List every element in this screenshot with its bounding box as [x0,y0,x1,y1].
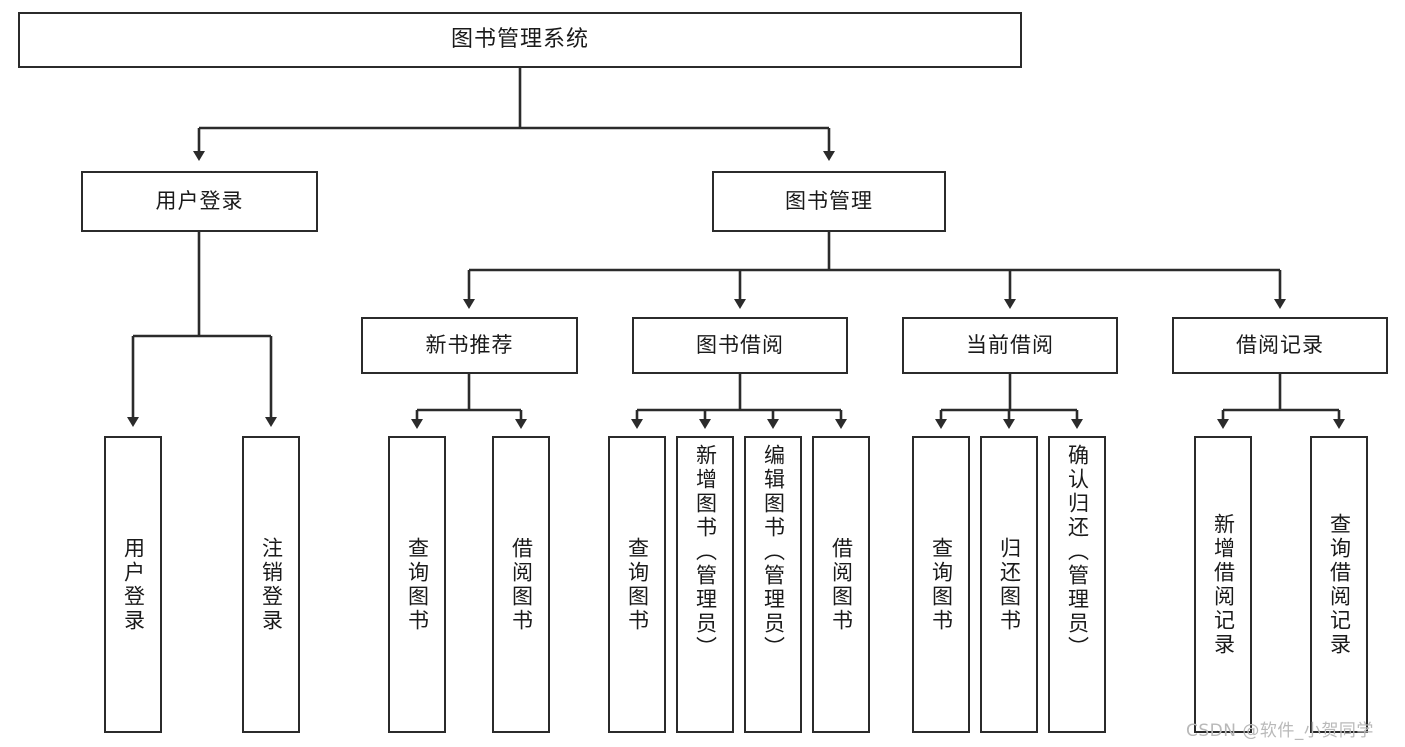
node-label: 借阅记录 [1236,333,1324,358]
node-label: 借阅图书 [829,536,854,633]
node-label: 图书管理系统 [450,27,589,53]
node-label: 查询借阅记录 [1327,512,1352,657]
node-label: 注销登录 [259,536,284,633]
leaf-borrow-edit-book-admin[interactable]: 编辑图书（管理员） [744,436,802,733]
node-label: 确认归还（管理员） [1065,444,1090,660]
node-label: 归还图书 [997,536,1022,633]
leaf-record-query-record[interactable]: 查询借阅记录 [1310,436,1368,733]
node-user-login[interactable]: 用户登录 [81,171,318,232]
node-label: 用户登录 [155,189,244,214]
node-label: 图书借阅 [696,333,784,358]
node-label: 图书管理 [785,189,873,214]
watermark: CSDN @软件_小贺同学 [1186,721,1374,741]
node-label: 当前借阅 [966,333,1054,358]
node-book-management[interactable]: 图书管理 [712,171,946,232]
node-label: 新增图书（管理员） [693,444,718,660]
leaf-borrow-add-book-admin[interactable]: 新增图书（管理员） [676,436,734,733]
node-label: 查询图书 [625,536,650,633]
node-borrow-record[interactable]: 借阅记录 [1172,317,1388,374]
node-label: 新书推荐 [425,333,514,358]
node-current-borrow[interactable]: 当前借阅 [902,317,1118,374]
node-new-book-recommend[interactable]: 新书推荐 [361,317,578,374]
node-label: 查询图书 [929,536,954,633]
leaf-new-book-query[interactable]: 查询图书 [388,436,446,733]
node-label: 借阅图书 [509,536,534,633]
leaf-user-login-logout[interactable]: 注销登录 [242,436,300,733]
leaf-new-book-borrow[interactable]: 借阅图书 [492,436,550,733]
node-label: 查询图书 [405,536,430,633]
leaf-current-query-book[interactable]: 查询图书 [912,436,970,733]
leaf-borrow-borrow-book[interactable]: 借阅图书 [812,436,870,733]
node-label: 用户登录 [121,536,146,633]
leaf-user-login-login[interactable]: 用户登录 [104,436,162,733]
node-book-borrow[interactable]: 图书借阅 [632,317,848,374]
node-label: 新增借阅记录 [1211,512,1236,657]
leaf-record-add-record[interactable]: 新增借阅记录 [1194,436,1252,733]
leaf-current-return-book[interactable]: 归还图书 [980,436,1038,733]
node-root-system[interactable]: 图书管理系统 [18,12,1022,68]
leaf-borrow-query-book[interactable]: 查询图书 [608,436,666,733]
node-label: 编辑图书（管理员） [761,444,786,660]
leaf-current-confirm-return-admin[interactable]: 确认归还（管理员） [1048,436,1106,733]
